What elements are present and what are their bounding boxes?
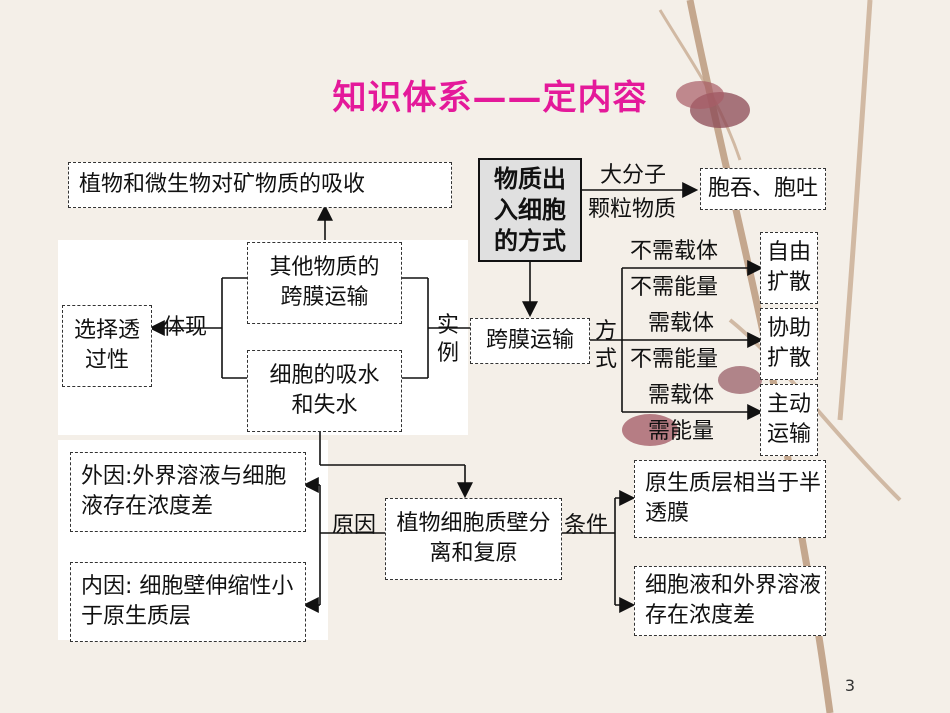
macromolecule-label: 大分子	[600, 163, 667, 188]
selective-permeability-box: 选择透过性	[62, 305, 152, 387]
transmembrane-box: 跨膜运输	[470, 318, 590, 364]
internal-cause-text: 内因: 细胞壁伸缩性小于原生质层	[81, 574, 294, 629]
cell-water-text: 细胞的吸水和失水	[269, 363, 380, 418]
need-energy-label: 需能量	[648, 419, 715, 444]
active-transport-box: 主动运输	[760, 384, 818, 456]
selective-permeability-text: 选择透过性	[73, 318, 140, 373]
cell-water-box: 细胞的吸水和失水	[247, 350, 402, 432]
need-carrier-2-label: 需载体	[648, 383, 715, 408]
mineral-absorption-text: 植物和微生物对矿物质的吸收	[79, 172, 366, 197]
protoplast-layer-box: 原生质层相当于半透膜	[634, 460, 826, 538]
no-energy-2-label: 不需能量	[630, 347, 719, 372]
need-carrier-1-label: 需载体	[648, 311, 715, 336]
page-number: 3	[844, 676, 855, 695]
ways-label: 方式	[594, 319, 617, 372]
condition-label: 条件	[564, 513, 609, 538]
no-energy-label: 不需能量	[630, 275, 719, 300]
external-cause-text: 外因:外界溶液与细胞液存在浓度差	[81, 464, 287, 519]
active-transport-text: 主动运输	[766, 392, 811, 447]
facilitated-diffusion-text: 协助扩散	[766, 316, 811, 371]
facilitated-diffusion-box: 协助扩散	[760, 308, 818, 380]
other-substances-box: 其他物质的跨膜运输	[247, 242, 402, 324]
example-label: 实例	[436, 313, 459, 366]
cause-label: 原因	[332, 513, 377, 538]
concentration-diff-text: 细胞液和外界溶液存在浓度差	[645, 573, 822, 628]
mineral-absorption-box: 植物和微生物对矿物质的吸收	[68, 162, 452, 208]
internal-cause-box: 内因: 细胞壁伸缩性小于原生质层	[70, 562, 306, 642]
page-title: 知识体系——定内容	[332, 78, 648, 118]
external-cause-box: 外因:外界溶液与细胞液存在浓度差	[70, 452, 306, 532]
plasmolysis-box: 植物细胞质壁分离和复原	[385, 498, 562, 580]
other-substances-text: 其他物质的跨膜运输	[269, 255, 380, 310]
free-diffusion-text: 自由扩散	[766, 240, 811, 295]
particle-label: 颗粒物质	[588, 197, 677, 222]
plasmolysis-text: 植物细胞质壁分离和复原	[396, 511, 551, 566]
header-text: 物质出入细胞的方式	[494, 164, 566, 255]
free-diffusion-box: 自由扩散	[760, 232, 818, 304]
no-carrier-label: 不需载体	[630, 239, 719, 264]
embody-label: 体现	[163, 315, 208, 340]
endocytosis-text: 胞吞、胞吐	[707, 176, 818, 201]
concentration-diff-box: 细胞液和外界溶液存在浓度差	[634, 566, 826, 636]
protoplast-layer-text: 原生质层相当于半透膜	[645, 471, 822, 526]
endocytosis-box: 胞吞、胞吐	[700, 168, 826, 210]
transmembrane-text: 跨膜运输	[485, 328, 574, 353]
header-box: 物质出入细胞的方式	[478, 158, 582, 262]
